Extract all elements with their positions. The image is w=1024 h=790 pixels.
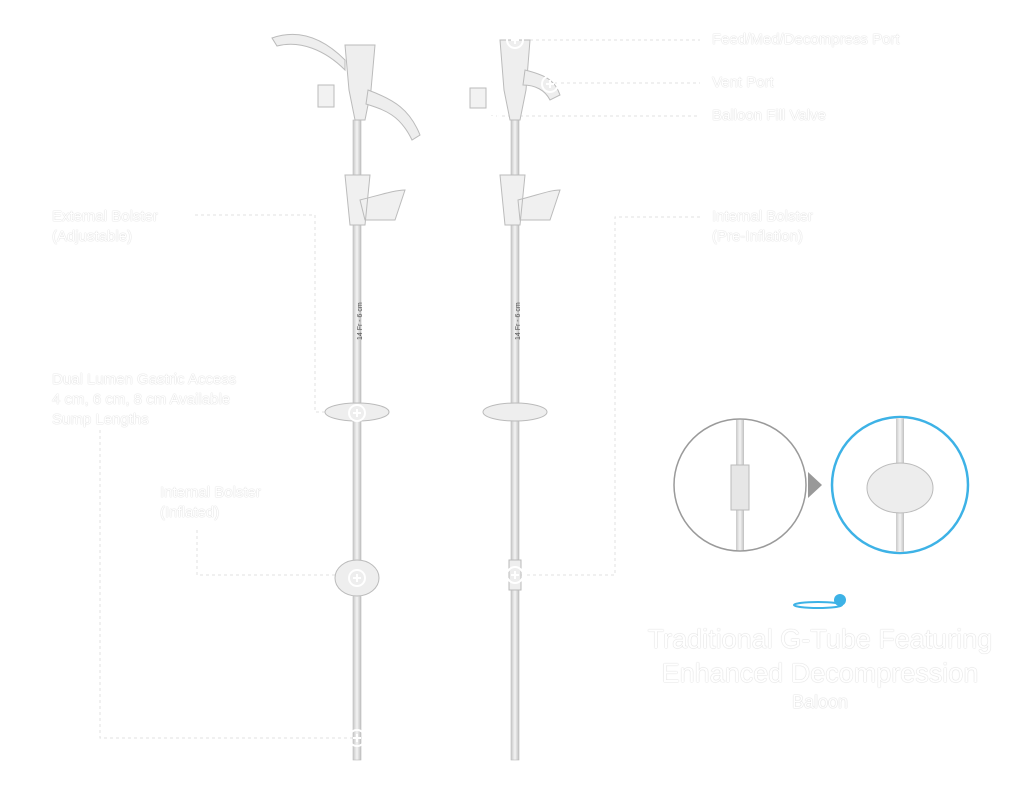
label-line: Sump Lengths <box>52 411 149 428</box>
title-line-3: Baloon <box>791 692 849 712</box>
label-line: (Pre-Inflation) <box>712 228 803 245</box>
label-line: 4 cm, 6 cm, 8 cm Available <box>52 391 231 408</box>
label-line: Internal Bolster <box>712 208 813 225</box>
g-tube-left: 14 Fr - 6 cm <box>271 33 421 761</box>
label-internal-bolster-inflated: Internal Bolster (Inflated) <box>160 483 261 523</box>
label-line: (Inflated) <box>160 504 220 521</box>
label-balloon-fill-valve: Balloon Fill Valve <box>712 107 826 124</box>
label-feed-port: Feed/Med/Decompress Port <box>712 31 900 48</box>
arrow-icon <box>808 472 822 498</box>
label-dual-lumen: Dual Lumen Gastric Access 4 cm, 6 cm, 8 … <box>52 370 236 430</box>
g-tube-right: 14 Fr - 6 cm <box>469 31 561 761</box>
title-line-1: Traditional G-Tube Featuring <box>647 624 993 654</box>
label-line: Internal Bolster <box>160 484 261 501</box>
svg-text:14 Fr - 6 cm: 14 Fr - 6 cm <box>515 302 522 340</box>
label-line: (Adjustable) <box>52 228 133 245</box>
label-external-bolster: External Bolster (Adjustable) <box>52 207 158 247</box>
label-line: Dual Lumen Gastric Access <box>52 371 237 388</box>
amt-logo <box>793 594 846 609</box>
balloon-detail-inflated <box>830 415 970 555</box>
balloon-detail-deflated <box>673 418 807 552</box>
label-line: External Bolster <box>52 208 158 225</box>
label-internal-bolster-pre: Internal Bolster (Pre-Inflation) <box>712 207 813 247</box>
title-line-2: Enhanced Decompression <box>661 658 979 688</box>
svg-text:14 Fr - 6 cm: 14 Fr - 6 cm <box>357 302 364 340</box>
label-vent-port: Vent Port <box>712 74 774 91</box>
